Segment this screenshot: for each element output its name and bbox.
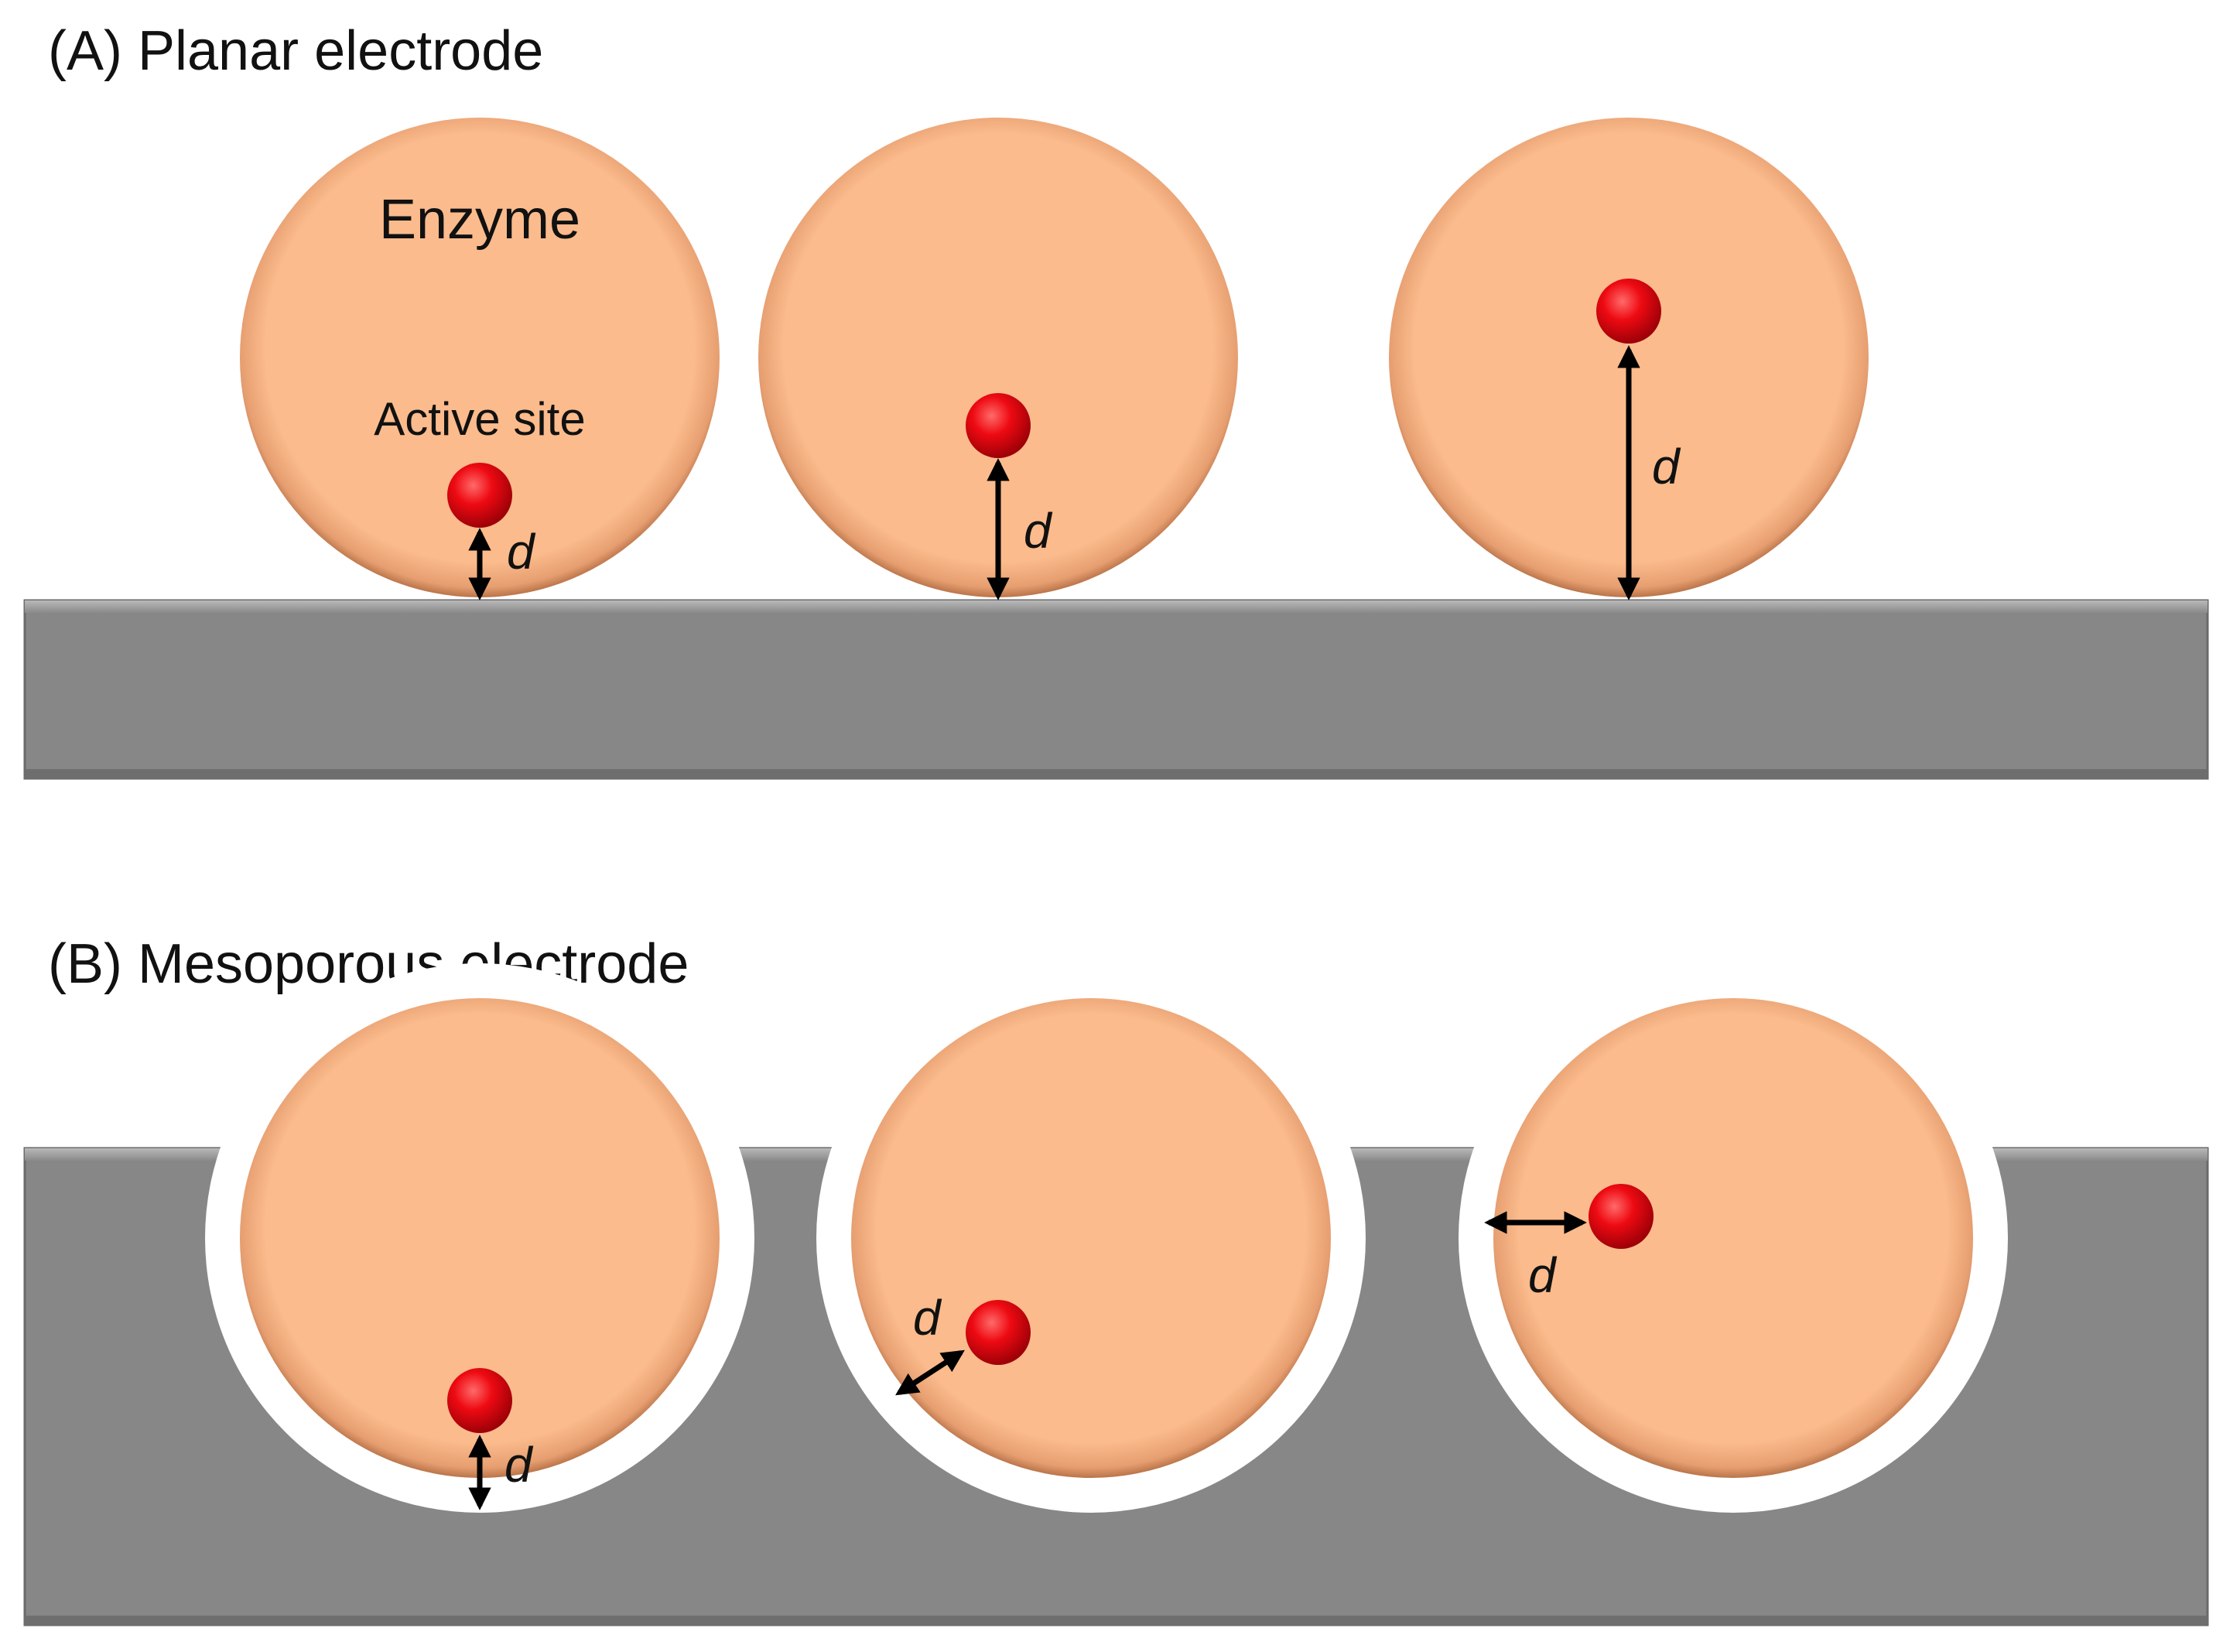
panel-b-title: (B) Mesoporous electrode [48,933,689,995]
enzyme-circle [240,118,720,597]
active-site [966,1300,1031,1365]
active-site-label: Active site [374,393,585,445]
enzyme-circle [851,998,1331,1478]
active-site [447,1368,512,1433]
enzyme-circle [758,118,1238,597]
panel-a-title: (A) Planar electrode [48,20,543,82]
enzyme-circle [1493,998,1973,1478]
distance-arrow [895,1349,965,1396]
enzyme-circle [240,998,720,1478]
active-site [447,463,512,528]
planar-electrode [23,599,2209,780]
distance-label: d [504,1437,534,1493]
distance-label: d [1652,439,1681,494]
distance-label: d [913,1290,942,1346]
distance-label: d [507,524,536,580]
distance-label: d [1528,1247,1558,1303]
active-site [1589,1184,1654,1249]
active-site [1596,279,1661,344]
active-site [966,393,1031,458]
enzyme-label: Enzyme [379,189,580,251]
distance-label: d [1024,503,1053,559]
